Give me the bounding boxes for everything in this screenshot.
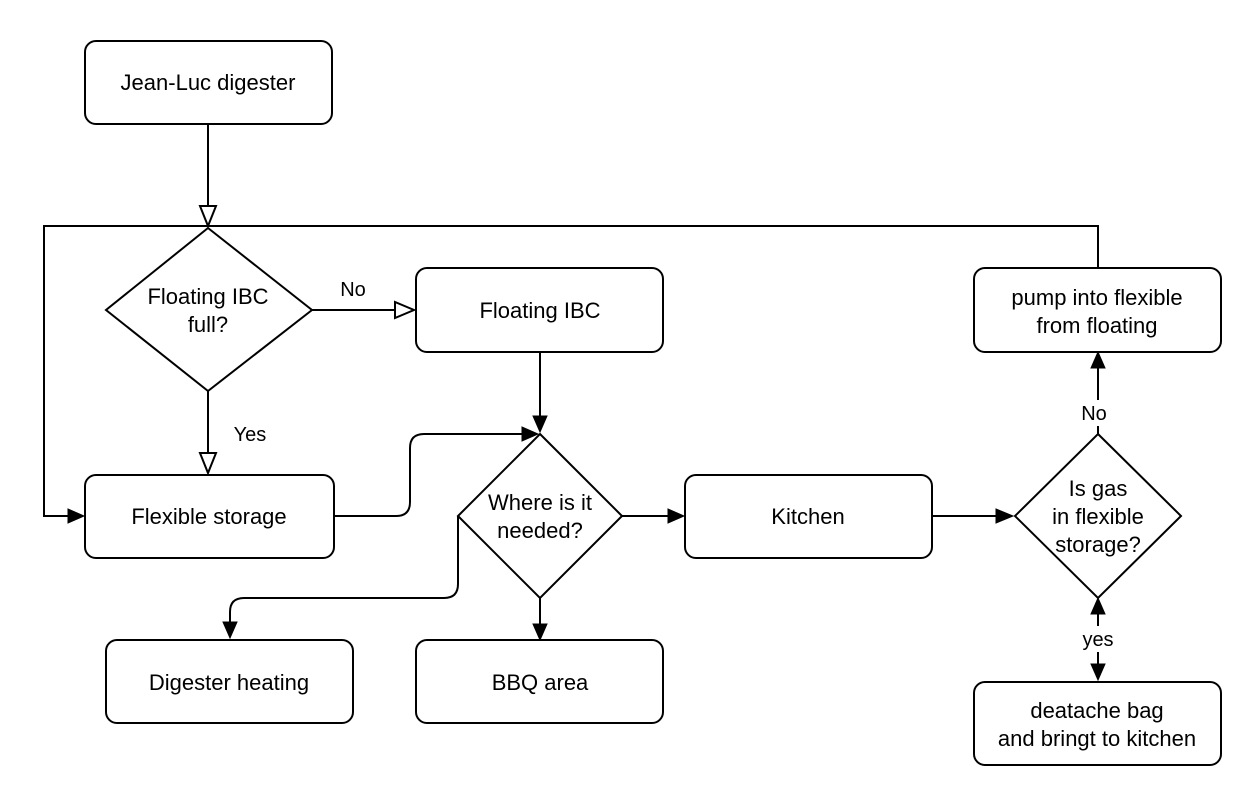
process-box-detach-bag: deatache bag and bringt to kitchen: [973, 681, 1222, 766]
process-box-kitchen: Kitchen: [684, 474, 933, 559]
node-label: Kitchen: [771, 504, 844, 529]
node-label: storage?: [1055, 532, 1141, 557]
edge-label-no-top: No: [340, 279, 366, 301]
edge-label-yes-bottom-bg: [1076, 626, 1120, 652]
node-label: BBQ area: [492, 670, 589, 695]
node-label: Jean-Luc digester: [121, 70, 296, 95]
node-label: from floating: [1036, 313, 1157, 338]
svg-text:from floating: from floating: [1036, 313, 1157, 338]
svg-text:Where is it: Where is it: [488, 490, 592, 515]
svg-text:Kitchen: Kitchen: [771, 504, 844, 529]
svg-text:Floating IBC: Floating IBC: [147, 284, 268, 309]
node-label: and bringt to kitchen: [998, 726, 1196, 751]
edge-label-no-right: No: [1081, 403, 1107, 425]
solid-arrowhead: [222, 621, 238, 640]
svg-text:Is gas: Is gas: [1069, 476, 1128, 501]
decision-where-is-it-needed: Where is it needed?: [456, 432, 624, 600]
node-label: pump into flexible: [1011, 285, 1182, 310]
decision-floating-ibc-full: Floating IBC full?: [104, 226, 314, 393]
process-box-bbq-area: BBQ area: [415, 639, 664, 724]
node-label: Where is it: [488, 490, 592, 515]
node-label: in flexible: [1052, 504, 1144, 529]
node-label: full?: [188, 312, 228, 337]
svg-text:pump into flexible: pump into flexible: [1011, 285, 1182, 310]
solid-arrowhead: [995, 508, 1015, 524]
svg-text:in flexible: in flexible: [1052, 504, 1144, 529]
solid-arrowhead: [67, 508, 86, 524]
svg-text:storage?: storage?: [1055, 532, 1141, 557]
edge-label-no-right-bg: [1078, 400, 1118, 426]
solid-arrowhead: [1090, 663, 1106, 682]
svg-text:Flexible storage: Flexible storage: [131, 504, 286, 529]
svg-text:Jean-Luc digester: Jean-Luc digester: [121, 70, 296, 95]
process-box-flexible-storage: Flexible storage: [84, 474, 335, 559]
node-label: Is gas: [1069, 476, 1128, 501]
process-box-jean-luc-digester: Jean-Luc digester: [84, 40, 333, 125]
solid-arrowhead: [1090, 350, 1106, 369]
edge-label-yes-bottom: yes: [1082, 629, 1113, 651]
process-box-pump-into-flexible: pump into flexible from floating: [973, 267, 1222, 353]
node-label: Digester heating: [149, 670, 309, 695]
solid-arrowhead: [532, 623, 548, 642]
node-label: Floating IBC: [479, 298, 600, 323]
node-label: Flexible storage: [131, 504, 286, 529]
edge-pump-loop-to-flexible: [43, 225, 1099, 517]
node-label: Floating IBC: [147, 284, 268, 309]
decision-is-gas-in-flexible-storage: Is gas in flexible storage?: [1013, 432, 1183, 600]
open-arrowhead: [394, 300, 417, 320]
node-label: deatache bag: [1030, 698, 1163, 723]
open-arrowhead: [198, 452, 218, 476]
solid-arrowhead: [667, 508, 686, 524]
edge-label-yes-left: Yes: [234, 424, 267, 446]
open-arrowhead: [198, 205, 218, 229]
svg-text:deatache bag: deatache bag: [1030, 698, 1163, 723]
svg-text:needed?: needed?: [497, 518, 583, 543]
process-box-digester-heating: Digester heating: [105, 639, 354, 724]
process-box-floating-ibc: Floating IBC: [415, 267, 664, 353]
svg-text:Floating IBC: Floating IBC: [479, 298, 600, 323]
node-label: needed?: [497, 518, 583, 543]
solid-arrowhead: [521, 426, 540, 442]
svg-text:BBQ area: BBQ area: [492, 670, 589, 695]
svg-text:and bringt to kitchen: and bringt to kitchen: [998, 726, 1196, 751]
svg-text:Digester heating: Digester heating: [149, 670, 309, 695]
solid-arrowhead: [532, 415, 548, 434]
edge-flexible-to-where: [334, 433, 522, 517]
svg-text:full?: full?: [188, 312, 228, 337]
solid-arrowhead: [1090, 596, 1106, 615]
edge-where-to-heating: [229, 516, 459, 622]
